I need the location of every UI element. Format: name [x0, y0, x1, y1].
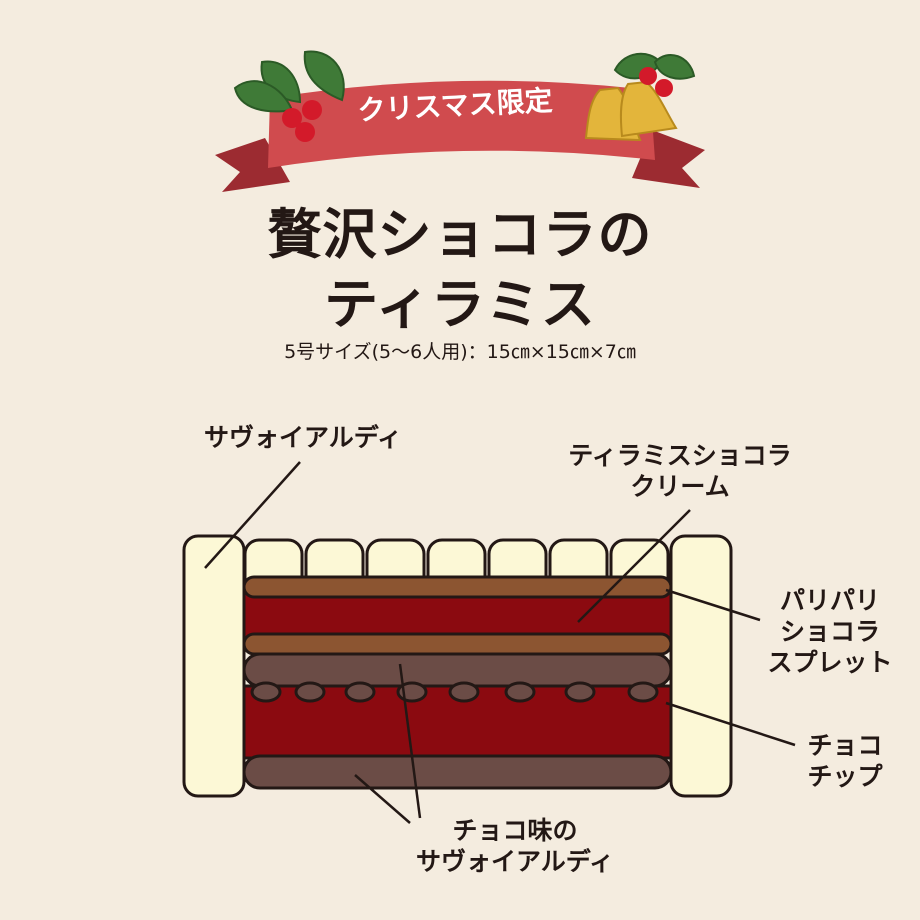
choco-chip [344, 681, 376, 703]
leader-choco-savoiardi-upper [398, 663, 422, 819]
label-line: スプレット [767, 648, 893, 677]
leader-tiramisu-cream [577, 509, 691, 623]
bell-icon [584, 52, 696, 142]
choco-chip [294, 681, 326, 703]
savoiardi-side-right [669, 534, 733, 798]
label-choco-chip: チョコ チップ [790, 730, 900, 792]
label-line: サヴォイアルディ [204, 423, 403, 452]
leader-choco-savoiardi-lower [354, 774, 411, 824]
spread-layer-middle [242, 632, 673, 656]
label-line: ティラミスショコラ [568, 441, 792, 470]
label-line: チョコ味の [452, 816, 578, 845]
choco-chip [504, 681, 536, 703]
leader-spread [665, 588, 761, 622]
holly-icon [233, 50, 345, 142]
label-line: パリパリ [779, 586, 880, 615]
label-line: サヴォイアルディ [415, 847, 614, 876]
label-choco-savoiardi: チョコ味の サヴォイアルディ [395, 815, 635, 877]
label-line: チョコ [807, 731, 883, 760]
leader-choco-chip [665, 701, 796, 747]
page-title-line1: 贅沢ショコラの [267, 203, 653, 266]
label-paripari-spread: パリパリ ショコラ スプレット [760, 585, 900, 678]
label-line: ショコラ [779, 617, 880, 646]
choco-chip [627, 681, 659, 703]
label-savoiardi: サヴォイアルディ [204, 422, 402, 453]
leader-lines [204, 461, 796, 824]
ribbon-body [268, 80, 655, 168]
choco-chip [250, 681, 282, 703]
choco-chip [448, 681, 480, 703]
page-title-line2: ティラミス [324, 273, 596, 336]
ribbon-banner [215, 80, 705, 192]
choco-savoiardi-upper [242, 652, 673, 688]
label-line: クリーム [630, 472, 730, 501]
choco-chip-row [250, 681, 659, 703]
choco-savoiardi-lower [242, 754, 673, 790]
leader-savoiardi [204, 461, 301, 569]
choco-chip [564, 681, 596, 703]
size-note: 5号サイズ(5～6人用)：15㎝×15㎝×7㎝ [284, 341, 636, 363]
label-tiramisu-cream: ティラミスショコラ クリーム [560, 440, 800, 502]
spread-layer-top [242, 575, 673, 599]
label-line: チップ [807, 762, 883, 791]
savoiardi-side-left [182, 534, 246, 798]
